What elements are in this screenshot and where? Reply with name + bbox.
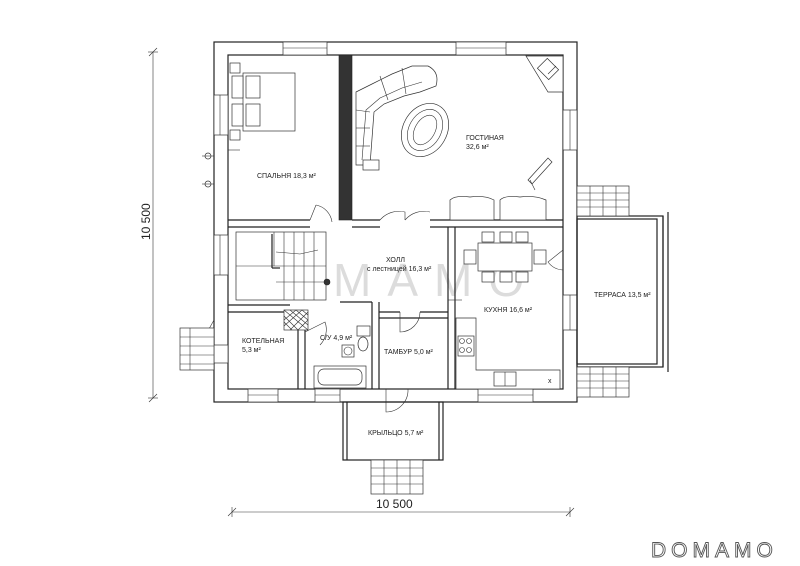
vestibule-label: ТАМБУР 5,0 м² xyxy=(384,349,434,356)
terrace xyxy=(576,185,669,398)
dimension-width-label: 10 500 xyxy=(376,497,413,511)
boiler-equipment xyxy=(283,309,309,331)
domamo-logo: DOMAMO xyxy=(651,539,778,562)
kitchen-mark: x xyxy=(548,378,552,385)
bathroom-label: С/У 4,9 м² xyxy=(320,335,353,342)
porch xyxy=(342,401,444,495)
living-furniture xyxy=(355,55,564,221)
staircase xyxy=(235,231,331,301)
terrace-label: ТЕРРАСА 13,5 м² xyxy=(594,292,651,299)
kitchen-label: КУХНЯ 16,6 м² xyxy=(484,307,533,314)
boiler-label-area: 5,3 м² xyxy=(242,347,261,354)
living-label-name: ГОСТИНАЯ xyxy=(466,135,504,142)
dimension-vertical: 10 500 xyxy=(139,47,158,403)
living-label-area: 32,6 м² xyxy=(466,144,489,151)
bedroom-furniture xyxy=(202,62,296,188)
porch-label: КРЫЛЬЦО 5,7 м² xyxy=(368,430,424,437)
boiler-label-name: КОТЕЛЬНАЯ xyxy=(242,338,284,345)
dimension-height-label: 10 500 xyxy=(139,203,153,240)
kitchen-furniture: x xyxy=(455,231,561,390)
hall-label-name: ХОЛЛ xyxy=(386,257,405,264)
bathroom-fixtures xyxy=(313,325,371,389)
boiler-steps xyxy=(179,327,215,371)
bedroom-label: СПАЛЬНЯ 18,3 м² xyxy=(257,173,317,180)
room-labels: СПАЛЬНЯ 18,3 м² ГОСТИНАЯ 32,6 м² ХОЛЛ с … xyxy=(242,135,651,437)
dimension-horizontal: 10 500 xyxy=(227,497,575,517)
hall-label-detail: с лестницей 16,3 м² xyxy=(367,265,432,273)
interior-walls xyxy=(228,54,563,389)
